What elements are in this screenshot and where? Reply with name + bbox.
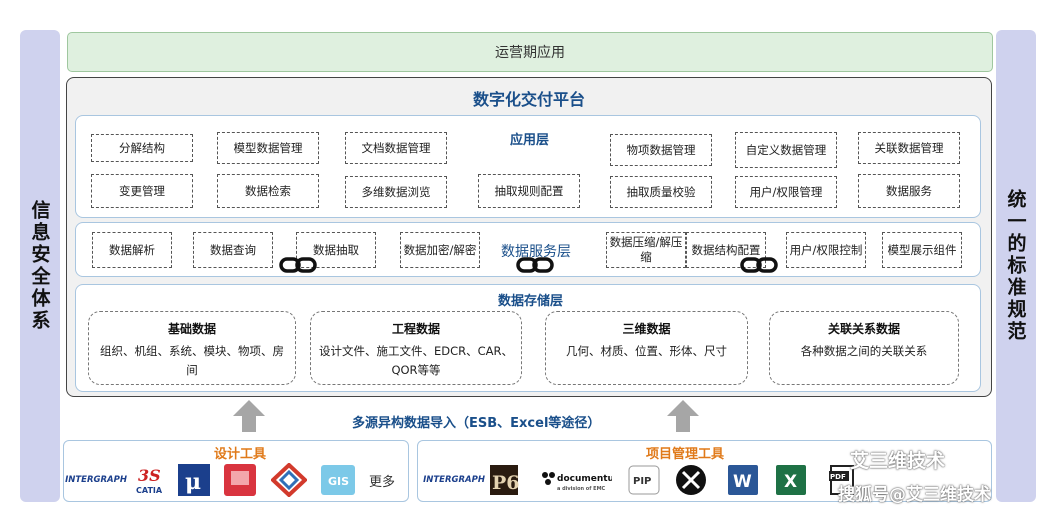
digital-delivery-platform: 数字化交付平台 应用层 分解结构 模型数据管理 文档数据管理 物项数据管理 自定… bbox=[66, 77, 992, 397]
platform-title: 数字化交付平台 bbox=[472, 90, 585, 109]
word-logo: W bbox=[726, 463, 760, 497]
project-tool-logo bbox=[674, 463, 708, 497]
operations-layer: 运营期应用 bbox=[67, 32, 993, 72]
app-item: 抽取规则配置 bbox=[478, 174, 580, 208]
storage-box-basic: 基础数据 组织、机组、系统、模块、物项、房间 bbox=[88, 311, 296, 385]
up-arrow-icon bbox=[667, 400, 699, 432]
svg-text:μ: μ bbox=[185, 469, 201, 495]
app-item: 用户/权限管理 bbox=[735, 176, 837, 208]
app-item: 文档数据管理 bbox=[345, 132, 447, 164]
storage-box-desc: 设计文件、施工文件、EDCR、CAR、QOR等等 bbox=[318, 344, 514, 377]
chain-link-icon bbox=[279, 257, 317, 273]
service-item: 数据压缩/解压缩 bbox=[606, 232, 686, 268]
service-item: 数据抽取 bbox=[296, 232, 376, 268]
chain-link-icon bbox=[740, 257, 778, 273]
project-management-tools-title: 项目管理工具 bbox=[646, 447, 725, 462]
project-management-tools-panel: 项目管理工具 INTERGRAPH P6 documentum a divisi… bbox=[417, 440, 992, 502]
data-storage-layer: 数据存储层 基础数据 组织、机组、系统、模块、物项、房间 工程数据 设计文件、施… bbox=[75, 284, 981, 392]
documentum-label: documentum bbox=[557, 474, 612, 484]
p6-label: P6 bbox=[492, 472, 519, 494]
watermark-line-1: 艾三维技术 bbox=[850, 450, 946, 472]
up-arrow-icon bbox=[233, 400, 265, 432]
application-layer: 应用层 分解结构 模型数据管理 文档数据管理 物项数据管理 自定义数据管理 关联… bbox=[75, 115, 981, 218]
security-system-label: 信息安全体系 bbox=[28, 200, 51, 332]
service-item: 用户/权限控制 bbox=[786, 232, 866, 268]
storage-box-desc: 各种数据之间的关联关系 bbox=[800, 344, 928, 358]
storage-box-desc: 组织、机组、系统、模块、物项、房间 bbox=[100, 344, 284, 377]
pdf-logo: PDF bbox=[828, 463, 858, 497]
app-item: 抽取质量校验 bbox=[610, 176, 712, 208]
microstation-logo: μ bbox=[176, 463, 212, 497]
operations-label: 运营期应用 bbox=[495, 45, 565, 61]
service-item: 数据结构配置 bbox=[686, 232, 766, 268]
storage-box-title: 工程数据 bbox=[391, 322, 440, 336]
more-tools-label: 更多 bbox=[368, 474, 395, 490]
service-item: 数据查询 bbox=[193, 232, 273, 268]
excel-label: X bbox=[784, 472, 797, 492]
data-import-label: 多源异构数据导入（ESB、Excel等途径） bbox=[352, 416, 601, 431]
documentum-logo: documentum a division of EMC bbox=[540, 463, 612, 497]
app-item: 分解结构 bbox=[91, 134, 193, 162]
pdf-label: PDF bbox=[830, 473, 846, 481]
app-item: 多维数据浏览 bbox=[345, 176, 447, 208]
data-storage-layer-label: 数据存储层 bbox=[498, 294, 564, 309]
primavera-p6-logo: P6 bbox=[488, 463, 520, 497]
gis-label: GIS bbox=[328, 475, 349, 488]
app-item: 数据服务 bbox=[858, 174, 960, 208]
chain-link-icon bbox=[516, 257, 554, 273]
application-layer-label: 应用层 bbox=[510, 133, 550, 148]
design-tools-panel: 设计工具 INTERGRAPH 3S CATIA μ GIS 更多 bbox=[63, 440, 409, 502]
storage-box-3d: 三维数据 几何、材质、位置、形体、尺寸 bbox=[545, 311, 748, 385]
design-software-logo bbox=[222, 463, 258, 497]
intergraph-logo: INTERGRAPH bbox=[65, 475, 127, 485]
pip-label: PIP bbox=[633, 476, 651, 487]
excel-logo: X bbox=[774, 463, 808, 497]
app-item: 自定义数据管理 bbox=[735, 132, 837, 168]
word-label: W bbox=[733, 472, 752, 492]
documentum-sub-label: a division of EMC bbox=[557, 486, 606, 492]
standards-bar: 统一的标准规范 bbox=[996, 30, 1036, 502]
catia-logo: 3S CATIA bbox=[128, 463, 172, 497]
app-item: 模型数据管理 bbox=[217, 132, 319, 164]
storage-box-engineering: 工程数据 设计文件、施工文件、EDCR、CAR、QOR等等 bbox=[310, 311, 522, 385]
app-item: 数据检索 bbox=[217, 174, 319, 208]
bim-software-logo bbox=[270, 463, 308, 497]
storage-box-title: 三维数据 bbox=[622, 322, 671, 336]
service-item: 模型展示组件 bbox=[882, 232, 962, 268]
data-service-layer-label: 数据服务层 bbox=[501, 244, 571, 260]
design-tools-title: 设计工具 bbox=[214, 447, 267, 462]
pip-logo: PIP bbox=[628, 463, 660, 497]
storage-box-relation: 关联关系数据 各种数据之间的关联关系 bbox=[769, 311, 959, 385]
storage-box-desc: 几何、材质、位置、形体、尺寸 bbox=[566, 344, 727, 358]
gis-logo: GIS bbox=[320, 463, 356, 497]
app-item: 关联数据管理 bbox=[858, 132, 960, 164]
data-service-layer: 数据服务层 数据解析 数据查询 数据抽取 数据加密/解密 数据压缩/解压缩 数据… bbox=[75, 222, 981, 277]
app-item: 物项数据管理 bbox=[610, 134, 712, 166]
storage-box-title: 基础数据 bbox=[167, 322, 216, 336]
security-system-bar: 信息安全体系 bbox=[20, 30, 60, 502]
storage-box-title: 关联关系数据 bbox=[827, 322, 900, 336]
service-item: 数据加密/解密 bbox=[400, 232, 480, 268]
app-item: 变更管理 bbox=[91, 174, 193, 208]
standards-label: 统一的标准规范 bbox=[1004, 189, 1027, 343]
intergraph-logo: INTERGRAPH bbox=[423, 475, 485, 485]
catia-label: CATIA bbox=[136, 486, 163, 495]
svg-text:3S: 3S bbox=[138, 466, 161, 485]
service-item: 数据解析 bbox=[92, 232, 172, 268]
watermark-line-2: 搜狐号@艾三维技术 bbox=[838, 485, 991, 505]
